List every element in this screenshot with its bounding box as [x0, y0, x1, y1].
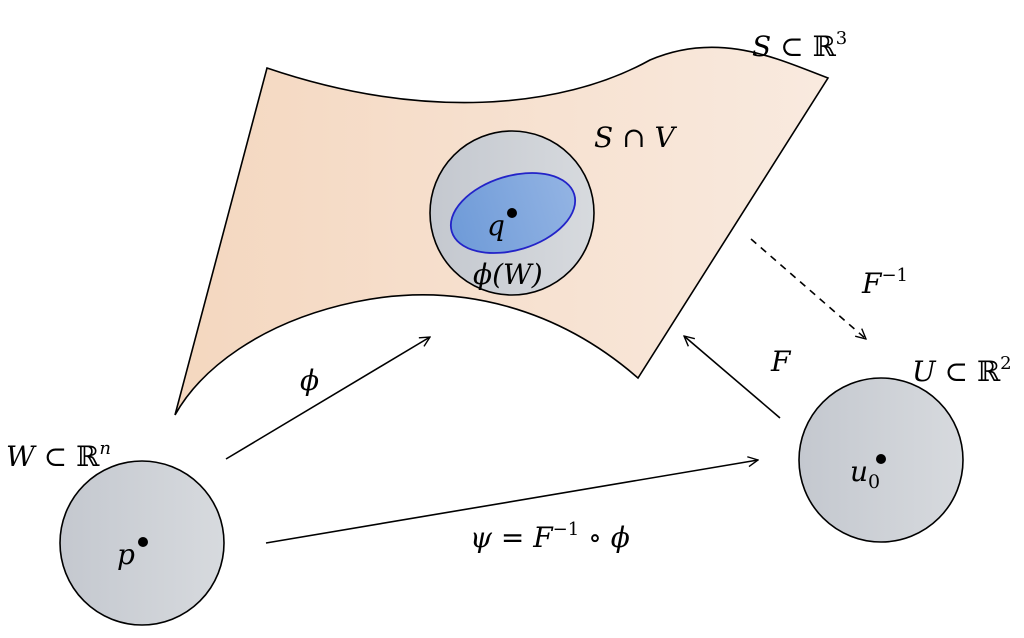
- label-point-q: q: [487, 209, 505, 242]
- label-map-f: F: [770, 345, 792, 378]
- label-point-u0: u0: [850, 455, 880, 493]
- arrow-f-inverse: [750, 238, 866, 339]
- label-map-f-inverse: F−1: [861, 265, 908, 300]
- arrow-psi: [265, 460, 758, 544]
- point-u0-dot: [876, 454, 886, 464]
- point-p-dot: [138, 537, 148, 547]
- point-q-dot: [507, 208, 517, 218]
- label-point-p: p: [117, 538, 135, 571]
- label-map-phi: ϕ: [300, 364, 319, 397]
- arrow-f: [684, 336, 781, 419]
- label-surface: S ⊂ ℝ3: [752, 28, 847, 63]
- label-domain-w: W ⊂ ℝn: [6, 438, 111, 473]
- label-map-psi: ψ = F−1 ∘ ϕ: [470, 519, 630, 554]
- label-image: ϕ(W): [473, 258, 543, 291]
- arrow-phi: [225, 337, 430, 460]
- label-intersection: S ∩ V: [594, 121, 677, 154]
- label-domain-u: U ⊂ ℝ2: [912, 353, 1012, 388]
